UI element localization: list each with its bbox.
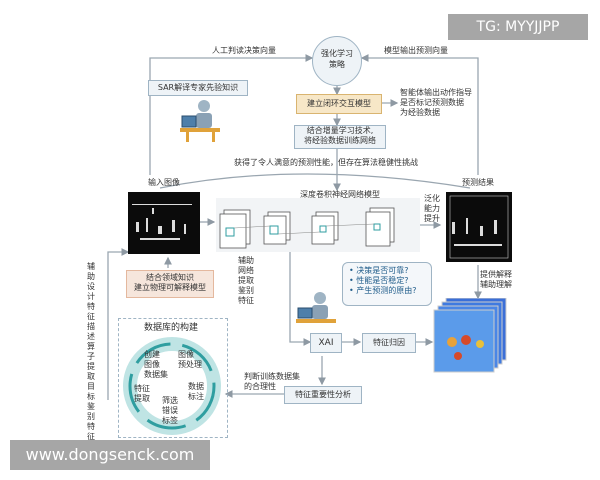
question-3: • 产生预测的原由? [349, 286, 417, 295]
judge-text: 判断训练数据集 的合理性 [244, 372, 300, 392]
lv-9: 特征 [87, 422, 95, 441]
generalize-1: 泛化 [424, 194, 440, 203]
cnn-layers-diagram [219, 207, 395, 249]
analyst-person-icon [296, 292, 336, 323]
xai-box: XAI [310, 333, 342, 353]
generalize-2: 能力 [424, 204, 440, 213]
step4-l3: 标签 [162, 416, 178, 425]
lv-7: 目标 [87, 382, 95, 401]
explain-1: 提供解释 [480, 270, 512, 279]
explain-text: 提供解释 辅助理解 [480, 270, 534, 290]
step2-l2: 预处理 [178, 360, 202, 369]
db-step-4: 筛选 错误 标签 [162, 396, 182, 426]
assist-3: 提取 [238, 276, 254, 285]
input-image [128, 192, 200, 254]
incremental-line-1: 结合增量学习技术, [306, 126, 374, 135]
assist-4: 鉴别 [238, 286, 254, 295]
input-image-label: 输入图像 [148, 178, 180, 187]
step4-l2: 错误 [162, 406, 178, 415]
feature-importance-box: 特征重要性分析 [284, 386, 362, 404]
incremental-line-2: 将经验数据训练网络 [304, 136, 376, 145]
incremental-learning-box: 结合增量学习技术, 将经验数据训练网络 [294, 125, 386, 149]
assist-1: 辅助 [238, 256, 254, 265]
step5-l1: 特征 [134, 384, 150, 393]
sar-image-texture [132, 204, 192, 240]
judge-2: 的合理性 [244, 382, 276, 391]
assist-5: 特征 [238, 296, 254, 305]
assist-net-text: 辅助 网络 提取 鉴别 特征 [238, 256, 258, 306]
step1-l1: 创建 [144, 350, 160, 359]
arrow-cnn-xai [289, 250, 312, 346]
db-step-3: 数据 标注 [188, 382, 208, 402]
guide-line-1: 智能体输出动作指导 [400, 88, 472, 97]
rl-policy-hub: 强化学习 策略 [312, 36, 362, 86]
arrow-pred-to-hub [360, 54, 479, 175]
lv-3: 特征 [87, 302, 95, 321]
arrow-db-input [107, 248, 130, 400]
step2-l1: 图像 [178, 350, 194, 359]
db-step-1: 创建 图像 数据集 [144, 350, 168, 380]
left-vertical-text: 辅助 设计 特征 描述 算子 提取 目标 鉴别 特征 [86, 262, 96, 442]
generalize-3: 提升 [424, 214, 440, 223]
question-2: • 性能是否稳定? [349, 276, 409, 285]
step5-l2: 提取 [134, 394, 150, 403]
expert-person-icon [180, 100, 220, 142]
hub-line-1: 强化学习 [321, 49, 353, 58]
output-label: 预测结果 [462, 178, 494, 187]
lv-1: 辅助 [87, 262, 95, 281]
explain-2: 辅助理解 [480, 280, 512, 289]
lv-5: 算子 [87, 342, 95, 361]
prediction-texture [449, 195, 509, 259]
step4-l1: 筛选 [162, 396, 178, 405]
lv-2: 设计 [87, 282, 95, 301]
watermark-site: www.dongsenck.com [10, 440, 210, 470]
database-panel [118, 318, 228, 438]
guide-text: 智能体输出动作指导 是否标记预测数据 为经验数据 [400, 88, 484, 118]
arrow-to-hub [149, 54, 314, 175]
db-step-2: 图像 预处理 [178, 350, 208, 370]
cnn-label: 深度卷积神经网络模型 [300, 190, 380, 199]
lv-6: 提取 [87, 362, 95, 381]
lv-4: 描述 [87, 322, 95, 341]
generalize-text: 泛化 能力 提升 [424, 194, 444, 224]
lv-8: 鉴别 [87, 402, 95, 421]
step3-l2: 标注 [188, 392, 204, 401]
domain-line-2: 建立物理可解释模型 [134, 283, 206, 292]
domain-knowledge-box: 结合领域知识 建立物理可解释模型 [126, 270, 214, 298]
heatmap-stack [433, 298, 507, 373]
database-cycle-ring [123, 337, 221, 435]
watermark-tg: TG: MYYJJPP [448, 14, 588, 40]
label-human-decision: 人工判读决策向量 [212, 46, 276, 55]
question-bubble: • 决策是否可靠? • 性能是否稳定? • 产生预测的原由? [342, 262, 432, 306]
sar-expert-box: SAR解译专家先验知识 [148, 80, 248, 96]
judge-1: 判断训练数据集 [244, 372, 300, 381]
step3-l1: 数据 [188, 382, 204, 391]
step1-l3: 数据集 [144, 370, 168, 379]
label-model-output: 模型输出预测向量 [384, 46, 448, 55]
assist-2: 网络 [238, 266, 254, 275]
step1-l2: 图像 [144, 360, 160, 369]
prediction-image [446, 192, 512, 262]
challenge-text: 获得了令人满意的预测性能，但存在算法稳健性挑战 [234, 158, 418, 167]
question-1: • 决策是否可靠? [349, 266, 409, 275]
domain-line-1: 结合领域知识 [146, 273, 194, 282]
closed-loop-box: 建立闭环交互模型 [296, 94, 382, 114]
feature-attribution-box: 特征归因 [362, 333, 416, 353]
guide-line-3: 为经验数据 [400, 108, 440, 117]
guide-line-2: 是否标记预测数据 [400, 98, 464, 107]
arc-input-output [159, 173, 471, 189]
database-title: 数据库的构建 [144, 323, 199, 333]
db-step-5: 特征 提取 [134, 384, 154, 404]
hub-line-2: 策略 [329, 60, 345, 69]
